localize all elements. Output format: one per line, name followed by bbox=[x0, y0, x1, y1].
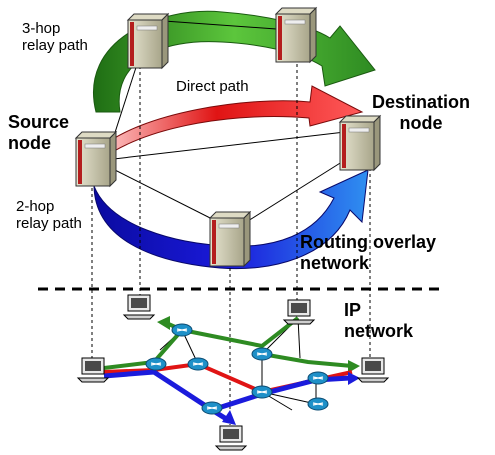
server-icon bbox=[208, 210, 252, 268]
computer-icon bbox=[214, 425, 248, 451]
routing-overlay-label-line2: network bbox=[300, 252, 370, 273]
drop-lines bbox=[91, 58, 371, 425]
computer-icon bbox=[122, 294, 156, 320]
computer-icon bbox=[356, 357, 390, 383]
destination-node-label: Destination node bbox=[372, 92, 470, 133]
router-icon bbox=[171, 323, 193, 337]
two-hop-label-line1: 2-hop bbox=[16, 198, 55, 215]
server-icon bbox=[274, 6, 318, 64]
router-icon bbox=[307, 397, 329, 411]
direct-path-arrow bbox=[97, 85, 364, 161]
routers bbox=[145, 323, 329, 415]
source-node-label-line2: node bbox=[8, 132, 51, 153]
three-hop-label-line2: relay path bbox=[22, 37, 88, 55]
two-hop-label-line2: relay path bbox=[16, 215, 82, 233]
router-icon bbox=[251, 347, 273, 361]
ip-green-path bbox=[103, 316, 360, 373]
source-node-label-line1: Source bbox=[8, 112, 70, 132]
servers bbox=[74, 6, 382, 268]
ip-network-label-line1: IP bbox=[344, 300, 362, 320]
computer-icon bbox=[76, 357, 110, 383]
ip-network-label-line2: network bbox=[344, 320, 414, 341]
two-hop-label: 2-hop relay path bbox=[16, 198, 82, 233]
routing-overlay-label: Routing overlay network bbox=[300, 232, 436, 273]
server-icon bbox=[338, 114, 382, 172]
server-icon bbox=[74, 130, 118, 188]
source-node-label: Source node bbox=[8, 112, 69, 153]
routing-overlay-label-line1: Routing overlay bbox=[300, 232, 437, 252]
ip-blue-path bbox=[103, 369, 360, 425]
router-icon bbox=[251, 385, 273, 399]
direct-path-label: Direct path bbox=[176, 78, 249, 95]
destination-node-label-line1: Destination bbox=[372, 92, 471, 112]
computer-icon bbox=[282, 299, 316, 325]
two-hop-path-arrow bbox=[93, 169, 369, 270]
ip-network-label: IP network bbox=[344, 300, 413, 341]
router-icon bbox=[187, 357, 209, 371]
router-icon bbox=[307, 371, 329, 385]
computers bbox=[76, 294, 390, 451]
router-icon bbox=[201, 401, 223, 415]
three-hop-label-line1: 3-hop bbox=[22, 20, 61, 37]
server-icon bbox=[126, 12, 170, 70]
three-hop-label: 3-hop relay path bbox=[22, 20, 88, 55]
router-icon bbox=[145, 357, 167, 371]
destination-node-label-line2: node bbox=[399, 112, 443, 133]
